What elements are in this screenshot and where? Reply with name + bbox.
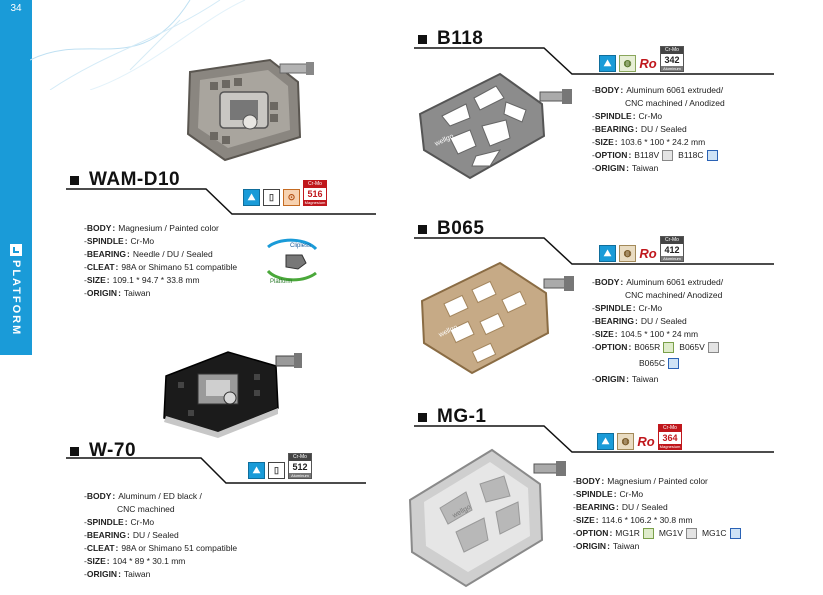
- bearing-icon: ▯: [263, 189, 280, 206]
- cleat-icon: ⊙: [283, 189, 300, 206]
- wam-d10-specs: - BODY:Magnesium / Painted color - SPIND…: [84, 223, 238, 298]
- platform-icon: [10, 244, 22, 256]
- section-tab: PLATFORM: [0, 242, 32, 354]
- bearing-icon: ▯: [268, 462, 285, 479]
- clipless-label: Clipless: [290, 243, 311, 249]
- reflector-icon: ◍: [619, 55, 636, 72]
- mg1-pedal-image: wellgo: [408, 448, 566, 588]
- terrain-icon: ⛰: [599, 55, 616, 72]
- b065-specs: - BODY:Aluminum 6061 extruded/ CNC machi…: [592, 277, 724, 384]
- wam-d10-pedal-image: [186, 58, 314, 162]
- b118-bullet: [418, 34, 427, 44]
- w70-title: W-70: [89, 440, 137, 461]
- wam-d10-title-rule: [66, 188, 376, 215]
- mg1-title: MG-1: [437, 406, 487, 427]
- w70-bullet: [70, 446, 79, 456]
- ro-icon: Ro: [639, 245, 657, 262]
- b118-title: B118: [437, 28, 484, 49]
- option-v-icon: [685, 528, 697, 539]
- b065-title: B065: [437, 218, 485, 239]
- w70-pedal-image: [163, 351, 302, 438]
- option-c-icon: [668, 358, 679, 369]
- w70-title-rule: [66, 457, 366, 484]
- option-c-icon: [729, 528, 741, 539]
- w70-specs: - BODY:Aluminum / ED black / CNC machine…: [84, 491, 238, 579]
- wam-d10-title: WAM-D10: [89, 169, 181, 190]
- wam-d10-weight-badge: Cr-Mo 516 Magnesium: [303, 180, 327, 206]
- mg1-feature-icons: ⛰ ◍ Ro Cr-Mo 364 Magnesium: [597, 424, 682, 450]
- option-r-icon: [642, 528, 654, 539]
- b065-pedal-image: wellgo: [420, 261, 574, 375]
- section-label: PLATFORM: [10, 260, 22, 337]
- wam-d10-feature-icons: ⛰ ▯ ⊙ Cr-Mo 516 Magnesium: [243, 180, 327, 206]
- mg1-weight-badge: Cr-Mo 364 Magnesium: [658, 424, 682, 450]
- terrain-icon: ⛰: [248, 462, 265, 479]
- page-number: 34: [10, 3, 22, 14]
- b065-bullet: [418, 224, 427, 234]
- b118-weight-badge: Cr-Mo 342 Aluminum: [660, 46, 684, 72]
- terrain-icon: ⛰: [597, 433, 614, 450]
- mg1-bullet: [418, 412, 427, 422]
- option-r-icon: [663, 342, 675, 353]
- reflector-icon: ◍: [617, 433, 634, 450]
- section-side-band: [0, 0, 32, 355]
- reflector-icon: ◍: [619, 245, 636, 262]
- option-v-icon: [662, 150, 674, 161]
- b118-feature-icons: ⛰ ◍ Ro Cr-Mo 342 Aluminum: [599, 46, 684, 72]
- clipless-platform-graphic: Clipless Platform: [266, 238, 318, 285]
- terrain-icon: ⛰: [243, 189, 260, 206]
- b065-feature-icons: ⛰ ◍ Ro Cr-Mo 412 Aluminum: [599, 236, 684, 262]
- b118-title-rule: [414, 47, 774, 75]
- option-v-icon: [707, 342, 719, 353]
- mg1-specs: - BODY:Magnesium / Painted color - SPIND…: [573, 475, 746, 553]
- b118-pedal-image: wellgo: [418, 72, 572, 180]
- b118-specs: - BODY:Aluminum 6061 extruded/ CNC machi…: [592, 85, 725, 173]
- w70-weight-badge: Cr-Mo 512 Aluminum: [288, 453, 312, 479]
- ro-icon: Ro: [639, 55, 657, 72]
- b065-weight-badge: Cr-Mo 412 Aluminum: [660, 236, 684, 262]
- w70-feature-icons: ⛰ ▯ Cr-Mo 512 Aluminum: [248, 453, 312, 479]
- terrain-icon: ⛰: [599, 245, 616, 262]
- wam-d10-bullet: [70, 175, 79, 185]
- platform-label: Platform: [270, 279, 292, 285]
- decorative-curves: [30, 0, 246, 90]
- mg1-title-rule: [414, 425, 774, 453]
- ro-icon: Ro: [637, 433, 655, 450]
- option-c-icon: [706, 150, 718, 161]
- b065-title-rule: [414, 237, 774, 265]
